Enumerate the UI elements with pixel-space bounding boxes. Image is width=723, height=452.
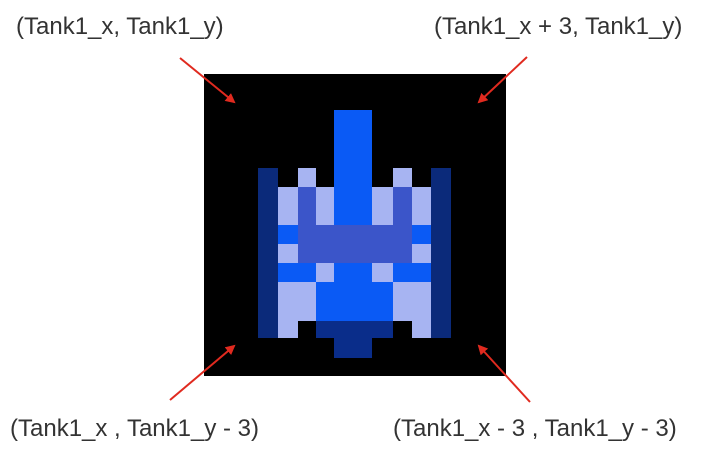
tank-detail <box>316 187 334 225</box>
tank-hull-detail <box>316 263 334 282</box>
tank-right-tread <box>431 168 451 338</box>
tank-base <box>316 321 393 338</box>
tank-sprite <box>204 74 506 376</box>
tank-detail <box>298 168 316 187</box>
tank-hull-detail <box>393 301 412 321</box>
tank-detail <box>393 168 412 187</box>
tank-left-wheels <box>278 187 298 338</box>
top-left-corner-label: (Tank1_x, Tank1_y) <box>16 13 224 40</box>
tank-left-tread <box>258 168 278 338</box>
tank-hull-detail <box>298 301 316 321</box>
bottom-left-corner-label: (Tank1_x , Tank1_y - 3) <box>10 415 260 442</box>
tank-left-wheel-dark <box>278 225 298 244</box>
tank-detail <box>372 187 393 225</box>
tank-hull-detail <box>298 282 316 301</box>
tank-icon <box>258 110 451 358</box>
tank-left-wheel-dark <box>278 263 298 282</box>
tank-hull-detail <box>372 263 393 282</box>
tank-turret <box>298 225 412 263</box>
tank-detail <box>298 187 316 225</box>
top-right-corner-label: (Tank1_x + 3, Tank1_y) <box>434 13 683 40</box>
tank-right-wheel-dark <box>412 225 431 244</box>
tank-detail <box>393 187 412 225</box>
tank-base <box>334 338 372 358</box>
tank-hull-detail <box>393 282 412 301</box>
tank-right-wheel-dark <box>412 263 431 282</box>
tank-right-wheels <box>412 187 431 338</box>
tank-barrel <box>334 110 372 228</box>
bottom-right-corner-label: (Tank1_x - 3 , Tank1_y - 3) <box>393 415 677 442</box>
